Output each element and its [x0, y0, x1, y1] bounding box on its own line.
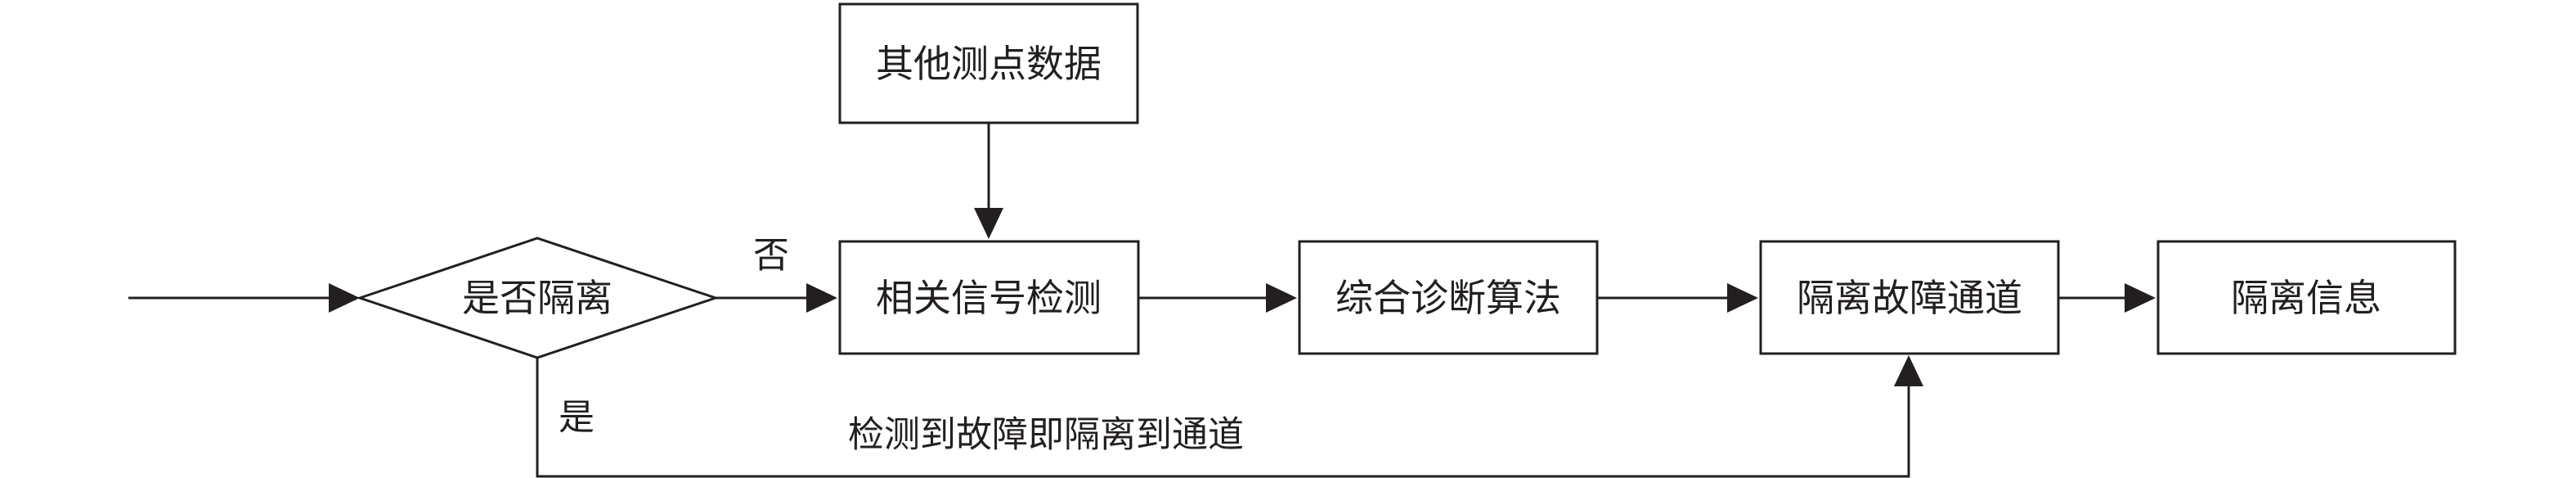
- arrow-signal-detect-to-diagnosis: [1266, 283, 1297, 313]
- arrow-diagnosis-to-isolate-channel: [1727, 283, 1758, 313]
- node-isolate-check-label: 是否隔离: [462, 276, 613, 320]
- edge-label-yes: 是: [559, 397, 595, 439]
- node-signal-detect: 相关信号检测: [838, 240, 1140, 355]
- arrow-isolate-check-to-signal-detect: [806, 283, 837, 313]
- arrow-yes-bypass-to-isolate-channel: [1894, 355, 1923, 386]
- node-isolate-info-box: [2156, 240, 2457, 355]
- node-diagnosis-label: 综合诊断算法: [1335, 276, 1561, 320]
- edge-yes-bypass-to-isolate-channel: [536, 358, 1910, 478]
- node-other-data-label: 其他测点数据: [876, 42, 1102, 86]
- node-other-data-box: [838, 2, 1139, 124]
- node-isolate-check: 是否隔离: [356, 237, 720, 359]
- arrow-input-to-isolate-check: [329, 283, 360, 313]
- node-isolate-info: 隔离信息: [2156, 240, 2457, 355]
- node-signal-detect-box: [838, 240, 1140, 355]
- node-diagnosis-box: [1298, 240, 1599, 355]
- node-other-data: 其他测点数据: [838, 2, 1139, 124]
- node-isolate-channel-label: 隔离故障通道: [1797, 276, 2022, 320]
- arrow-other-data-to-signal-detect: [974, 208, 1003, 239]
- node-isolate-channel-box: [1759, 240, 2060, 355]
- node-signal-detect-label: 相关信号检测: [876, 276, 1102, 320]
- node-diagnosis: 综合诊断算法: [1298, 240, 1599, 355]
- node-isolate-check-diamond: [356, 237, 720, 359]
- edge-label-no: 否: [753, 235, 789, 277]
- arrow-isolate-channel-to-isolate-info: [2125, 283, 2156, 313]
- node-isolate-info-label: 隔离信息: [2231, 276, 2381, 320]
- node-isolate-channel: 隔离故障通道: [1759, 240, 2060, 355]
- edge-label-bypass: 检测到故障即隔离到通道: [848, 414, 1244, 456]
